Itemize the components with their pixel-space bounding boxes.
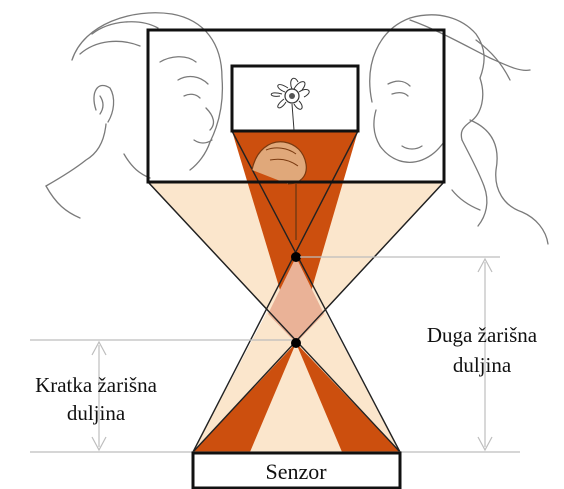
girl-sketch-icon (369, 14, 549, 245)
narrow-view-frame (230, 64, 360, 133)
short-focal-dimension-arrow (91, 340, 107, 452)
flower-sketch-icon (270, 77, 310, 131)
short-focal-label-line2: duljina (67, 401, 126, 425)
cone-outlines (147, 130, 445, 453)
sensor-box (191, 451, 402, 489)
long-focal-dimension-arrow (477, 257, 493, 452)
short-focal-label-line1: Kratka žarišna (35, 373, 158, 397)
long-focal-label-line2: duljina (453, 353, 512, 377)
hand-sketch-icon (251, 141, 307, 240)
short-focal-point (291, 338, 301, 348)
overlap-diamond (268, 257, 324, 343)
wide-cone-inner-bottom (250, 343, 342, 452)
long-focal-point (291, 252, 301, 262)
wide-view-frame (146, 28, 446, 184)
narrow-cone-top (232, 131, 358, 343)
long-focal-label-line1: Duga žarišna (427, 323, 538, 347)
sensor-label: Senzor (265, 459, 327, 484)
boy-sketch-icon (45, 12, 224, 219)
